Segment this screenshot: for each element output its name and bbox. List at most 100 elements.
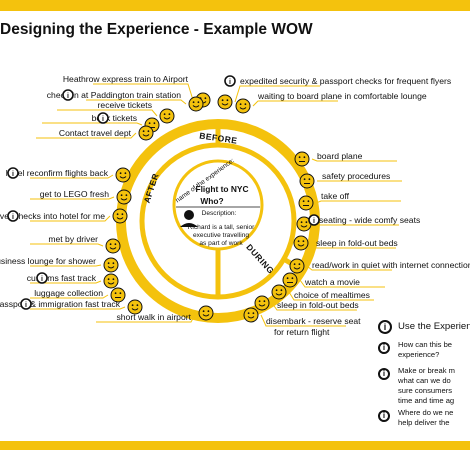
face-circle	[127, 299, 143, 315]
face-mouth	[107, 282, 115, 285]
face-circle	[282, 272, 298, 288]
step-label-line-2: for return flight	[274, 327, 330, 337]
info-icon-circle	[308, 214, 320, 226]
info-icon: i	[7, 167, 19, 179]
face-circle	[116, 189, 132, 205]
step-leader-line	[96, 312, 197, 323]
smiley-face-icon	[198, 305, 214, 321]
face-circle	[293, 235, 309, 251]
step-leader-line	[93, 83, 194, 101]
face-mouth	[163, 117, 171, 120]
step-label: expedited security & passport checks for…	[240, 76, 451, 86]
journey-step: sleep in fold-out beds	[254, 295, 359, 311]
smiley-face-icon	[289, 258, 305, 274]
info-icon: i	[20, 298, 32, 310]
smiley-face-icon	[105, 238, 121, 254]
face-mouth	[131, 308, 139, 311]
face-eye	[125, 194, 128, 197]
center-description-line-3: as part of work	[199, 240, 243, 247]
face-mouth	[221, 103, 229, 106]
journey-step: watch a movie	[282, 272, 385, 288]
bottom-accent-bar	[0, 441, 470, 450]
info-icon-glyph: i	[41, 276, 43, 283]
face-circle	[112, 208, 128, 224]
use-panel-item-3-line-2: help deliver the	[398, 418, 450, 427]
info-icon: i	[36, 272, 48, 284]
use-panel-item-2-line-3: sure consumers	[398, 386, 453, 395]
top-accent-bar	[0, 0, 470, 11]
face-eye	[291, 277, 294, 280]
journey-step: receive tickets	[57, 100, 175, 124]
face-circle	[298, 195, 314, 211]
step-label: met by driver	[48, 234, 98, 244]
step-leader-line	[30, 215, 111, 222]
info-icon-circle	[20, 298, 32, 310]
use-panel-item-1-line-2: experience?	[398, 350, 440, 359]
use-panel-item-3-line-1: Where do we ne	[398, 408, 454, 417]
face-circle	[243, 307, 259, 323]
face-eye	[239, 103, 242, 106]
info-icon-glyph: i	[67, 93, 69, 100]
step-label: sleep in fold-out beds	[316, 238, 398, 248]
step-leader-line	[42, 122, 143, 126]
step-label: get to LEGO fresh	[40, 189, 109, 199]
face-eye	[297, 240, 300, 243]
face-eye	[226, 99, 229, 102]
smiley-face-icon	[103, 273, 119, 289]
smiley-face-icon	[217, 94, 233, 110]
journey-step: safety procedures	[299, 171, 402, 189]
face-eye	[112, 262, 115, 265]
step-label: book tickets	[92, 113, 137, 123]
journey-step: driver checks into hotel for mei	[0, 208, 128, 224]
info-icon: i	[224, 75, 236, 87]
step-leader-line	[30, 306, 126, 310]
step-leader-line	[299, 279, 385, 288]
journey-step: take off	[298, 191, 401, 211]
journey-step: luggage collection	[30, 287, 126, 303]
step-label: customs fast track	[27, 273, 97, 283]
face-eye	[263, 300, 266, 303]
info-icon: i	[7, 210, 19, 222]
step-leader-line	[30, 294, 109, 299]
face-eye	[247, 312, 250, 315]
center-experience-name: Flight to NYC	[195, 184, 248, 194]
face-eye	[116, 213, 119, 216]
face-circle	[105, 238, 121, 254]
neutral-face-icon	[294, 151, 310, 167]
face-eye	[280, 289, 283, 292]
face-eye	[207, 310, 210, 313]
step-label: Heathrow express train to Airport	[63, 74, 189, 84]
journey-step: sleep in fold-out beds	[293, 235, 398, 251]
face-eye	[258, 300, 261, 303]
face-mouth	[109, 247, 117, 250]
use-panel-item-2-line-4: time and time ag	[398, 396, 455, 405]
use-panel-item-2: i Make or break m what can we do sure co…	[378, 366, 470, 408]
step-leader-line	[311, 158, 397, 162]
smiley-face-icon	[115, 167, 131, 183]
face-eye	[308, 178, 311, 181]
face-eye	[300, 221, 303, 224]
smiley-face-icon	[296, 216, 312, 232]
step-label: waiting to board plane in comfortable lo…	[257, 91, 427, 101]
face-circle	[217, 94, 233, 110]
phase-after-label: AFTER	[142, 172, 161, 204]
face-eye	[221, 99, 224, 102]
face-eye	[119, 292, 122, 295]
info-icon: i	[378, 410, 390, 422]
use-panel-item-2-line-1: Make or break m	[398, 366, 455, 375]
info-icon-glyph: i	[102, 116, 104, 123]
face-mouth	[275, 293, 283, 296]
step-leader-line	[315, 200, 401, 204]
info-icon-circle	[36, 272, 48, 284]
page-title: Designing the Experience - Example WOW	[0, 21, 313, 38]
info-icon: i	[378, 342, 390, 354]
face-eye	[293, 263, 296, 266]
face-circle	[188, 96, 204, 112]
face-circle	[289, 258, 305, 274]
face-circle	[103, 257, 119, 273]
